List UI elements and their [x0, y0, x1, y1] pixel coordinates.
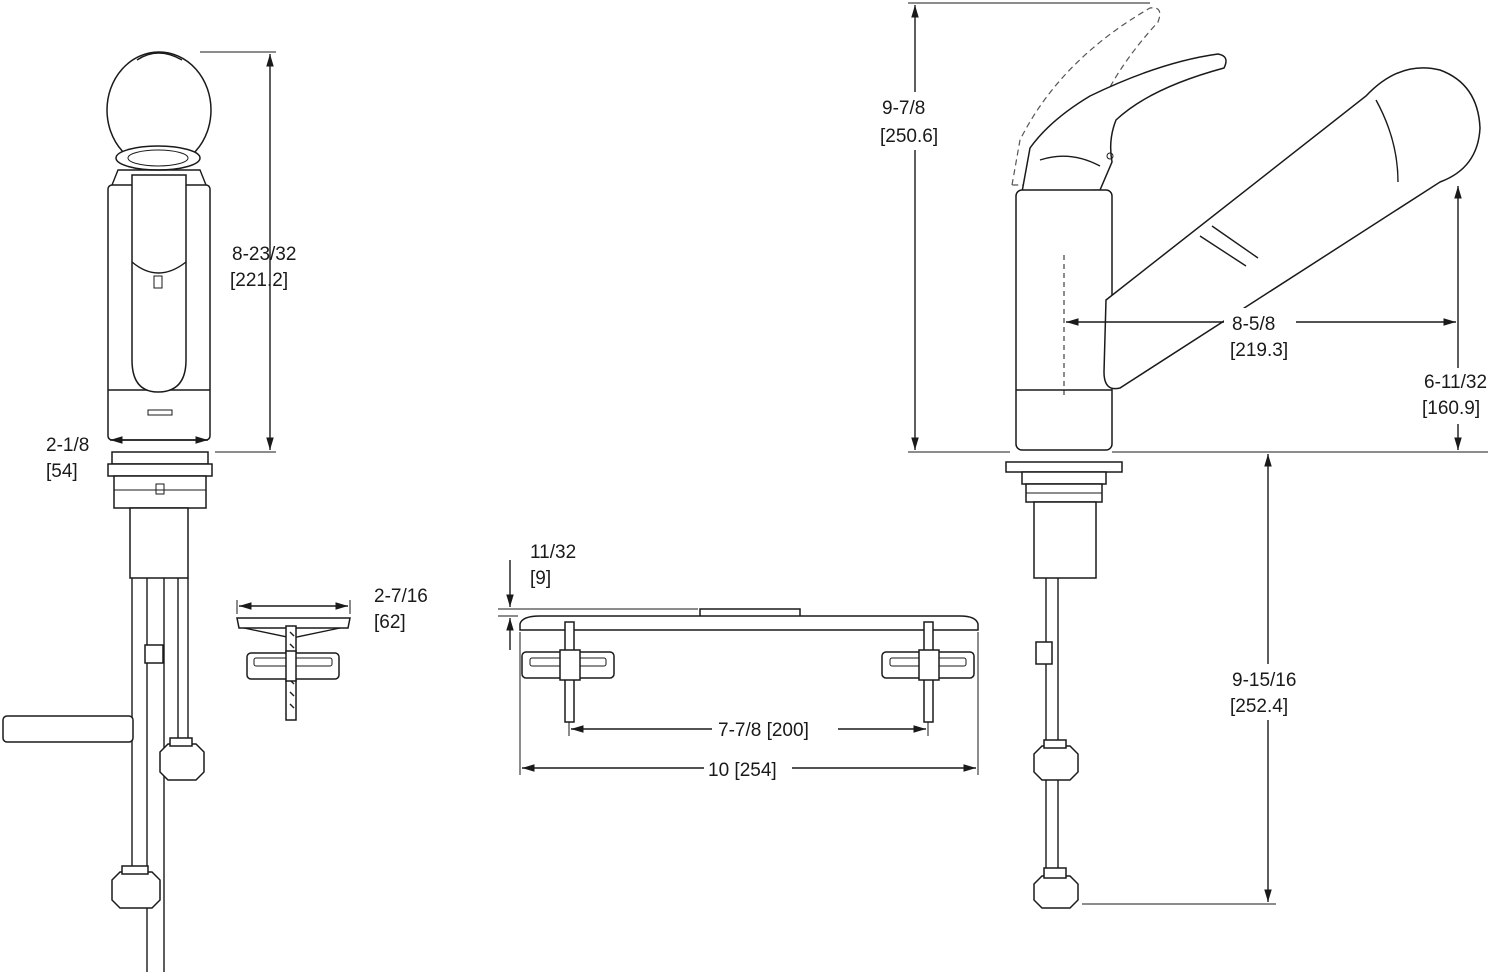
spout-reach-dimension: 8-5/8 [219.3] [1063, 255, 1456, 395]
spout-height-dimension: 6-11/32 [160.9] [1420, 186, 1496, 450]
side-total-height-metric: [250.6] [880, 126, 938, 147]
below-deck-imperial: 9-15/16 [1232, 670, 1296, 691]
escutcheon-width-dimension: 2-7/16 [62] [236, 586, 428, 633]
side-handle [1021, 53, 1227, 193]
front-width-imperial: 2-1/8 [46, 435, 89, 456]
plate-thickness-dimension: 11/32 [9] [498, 542, 698, 650]
below-deck-dimension: 9-15/16 [252.4] [1082, 451, 1488, 905]
plate-length-dimension: 10 [254] [519, 632, 979, 782]
side-total-height-dimension: 9-7/8 [250.6] [878, 2, 1150, 453]
spout-reach-imperial: 8-5/8 [1232, 314, 1275, 335]
front-width-metric: [54] [46, 461, 78, 482]
spout-reach-metric: [219.3] [1230, 340, 1288, 361]
pull-out-spout [1103, 67, 1481, 390]
front-height-metric: [221.2] [230, 270, 288, 291]
front-width-dimension: 2-1/8 [54] [46, 435, 208, 482]
plate-length-label: 10 [254] [708, 760, 777, 781]
escutcheon-width-metric: [62] [374, 612, 406, 633]
plate-thickness-metric: [9] [530, 568, 551, 589]
plate-thickness-imperial: 11/32 [530, 542, 576, 563]
escutcheon-width-imperial: 2-7/16 [374, 586, 428, 607]
front-view-faucet [2, 51, 213, 972]
escutcheon-detail [236, 617, 351, 721]
side-view-faucet [1005, 7, 1481, 909]
mount-centers-dimension: 7-7/8 [200] [568, 714, 929, 742]
spout-height-imperial: 6-11/32 [1424, 372, 1487, 393]
spout-height-metric: [160.9] [1422, 398, 1480, 419]
below-deck-metric: [252.4] [1230, 696, 1288, 717]
side-total-height-imperial: 9-7/8 [882, 98, 925, 119]
mount-centers-label: 7-7/8 [200] [718, 720, 809, 741]
deck-plate [519, 608, 979, 723]
front-height-dimension: 8-23/32 [221.2] [200, 51, 296, 453]
front-height-imperial: 8-23/32 [232, 244, 296, 265]
